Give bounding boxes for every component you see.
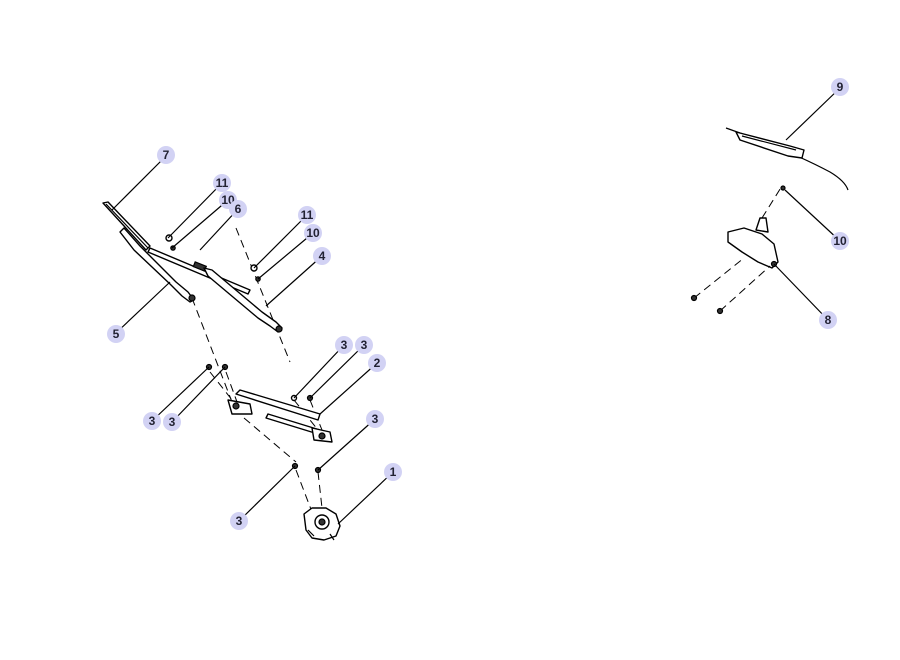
svg-text:11: 11 <box>301 208 314 222</box>
callout-7: 7 <box>157 146 175 164</box>
nut-and-cap-left <box>165 234 176 251</box>
callout-8: 8 <box>819 311 837 329</box>
rear-wiper-assembly: 9 10 8 <box>690 78 849 329</box>
svg-text:10: 10 <box>306 226 320 240</box>
callout-9: 9 <box>831 78 849 96</box>
svg-text:5: 5 <box>113 327 120 341</box>
callout-3: 3 <box>366 410 384 428</box>
callout-4: 4 <box>313 247 331 265</box>
bolts <box>205 363 322 474</box>
callout-3: 3 <box>163 413 181 431</box>
svg-text:4: 4 <box>319 249 326 263</box>
callout-3: 3 <box>355 336 373 354</box>
rear-wiper-motor <box>727 217 779 269</box>
callout-10: 10 <box>831 232 849 250</box>
callout-5: 5 <box>107 325 125 343</box>
callout-3: 3 <box>230 512 248 530</box>
callouts-front: 7 11 10 6 11 10 4 5 3 3 3 3 2 3 1 3 <box>107 146 402 530</box>
svg-text:3: 3 <box>372 412 379 426</box>
svg-text:3: 3 <box>341 338 348 352</box>
rear-wiper-arm <box>735 131 805 159</box>
rear-bolt <box>690 294 698 302</box>
svg-text:9: 9 <box>837 80 844 94</box>
right-wiper-arm <box>203 267 283 333</box>
svg-text:11: 11 <box>216 176 229 190</box>
svg-text:6: 6 <box>235 202 242 216</box>
left-wiper-blade <box>102 201 151 251</box>
svg-text:1: 1 <box>390 465 397 479</box>
wiper-linkage <box>227 389 333 443</box>
svg-text:3: 3 <box>361 338 368 352</box>
callout-6: 6 <box>229 200 247 218</box>
rear-nut <box>780 185 786 191</box>
callout-11: 11 <box>213 174 231 192</box>
svg-text:7: 7 <box>163 148 170 162</box>
svg-text:10: 10 <box>833 234 847 248</box>
leader-lines <box>111 155 394 525</box>
svg-text:2: 2 <box>374 356 381 370</box>
svg-text:3: 3 <box>169 415 176 429</box>
svg-text:3: 3 <box>236 514 243 528</box>
callout-3: 3 <box>335 336 353 354</box>
svg-text:8: 8 <box>825 313 832 327</box>
svg-text:3: 3 <box>149 414 156 428</box>
front-wiper-assembly: 7 11 10 6 11 10 4 5 3 3 3 3 2 3 1 3 <box>102 146 402 541</box>
callout-3: 3 <box>143 412 161 430</box>
callout-11: 11 <box>298 206 316 224</box>
callout-2: 2 <box>368 354 386 372</box>
callout-10: 10 <box>304 224 322 242</box>
rear-bolt <box>716 307 724 315</box>
front-wiper-motor <box>303 507 341 541</box>
callout-1: 1 <box>384 463 402 481</box>
left-wiper-arm <box>119 227 196 303</box>
